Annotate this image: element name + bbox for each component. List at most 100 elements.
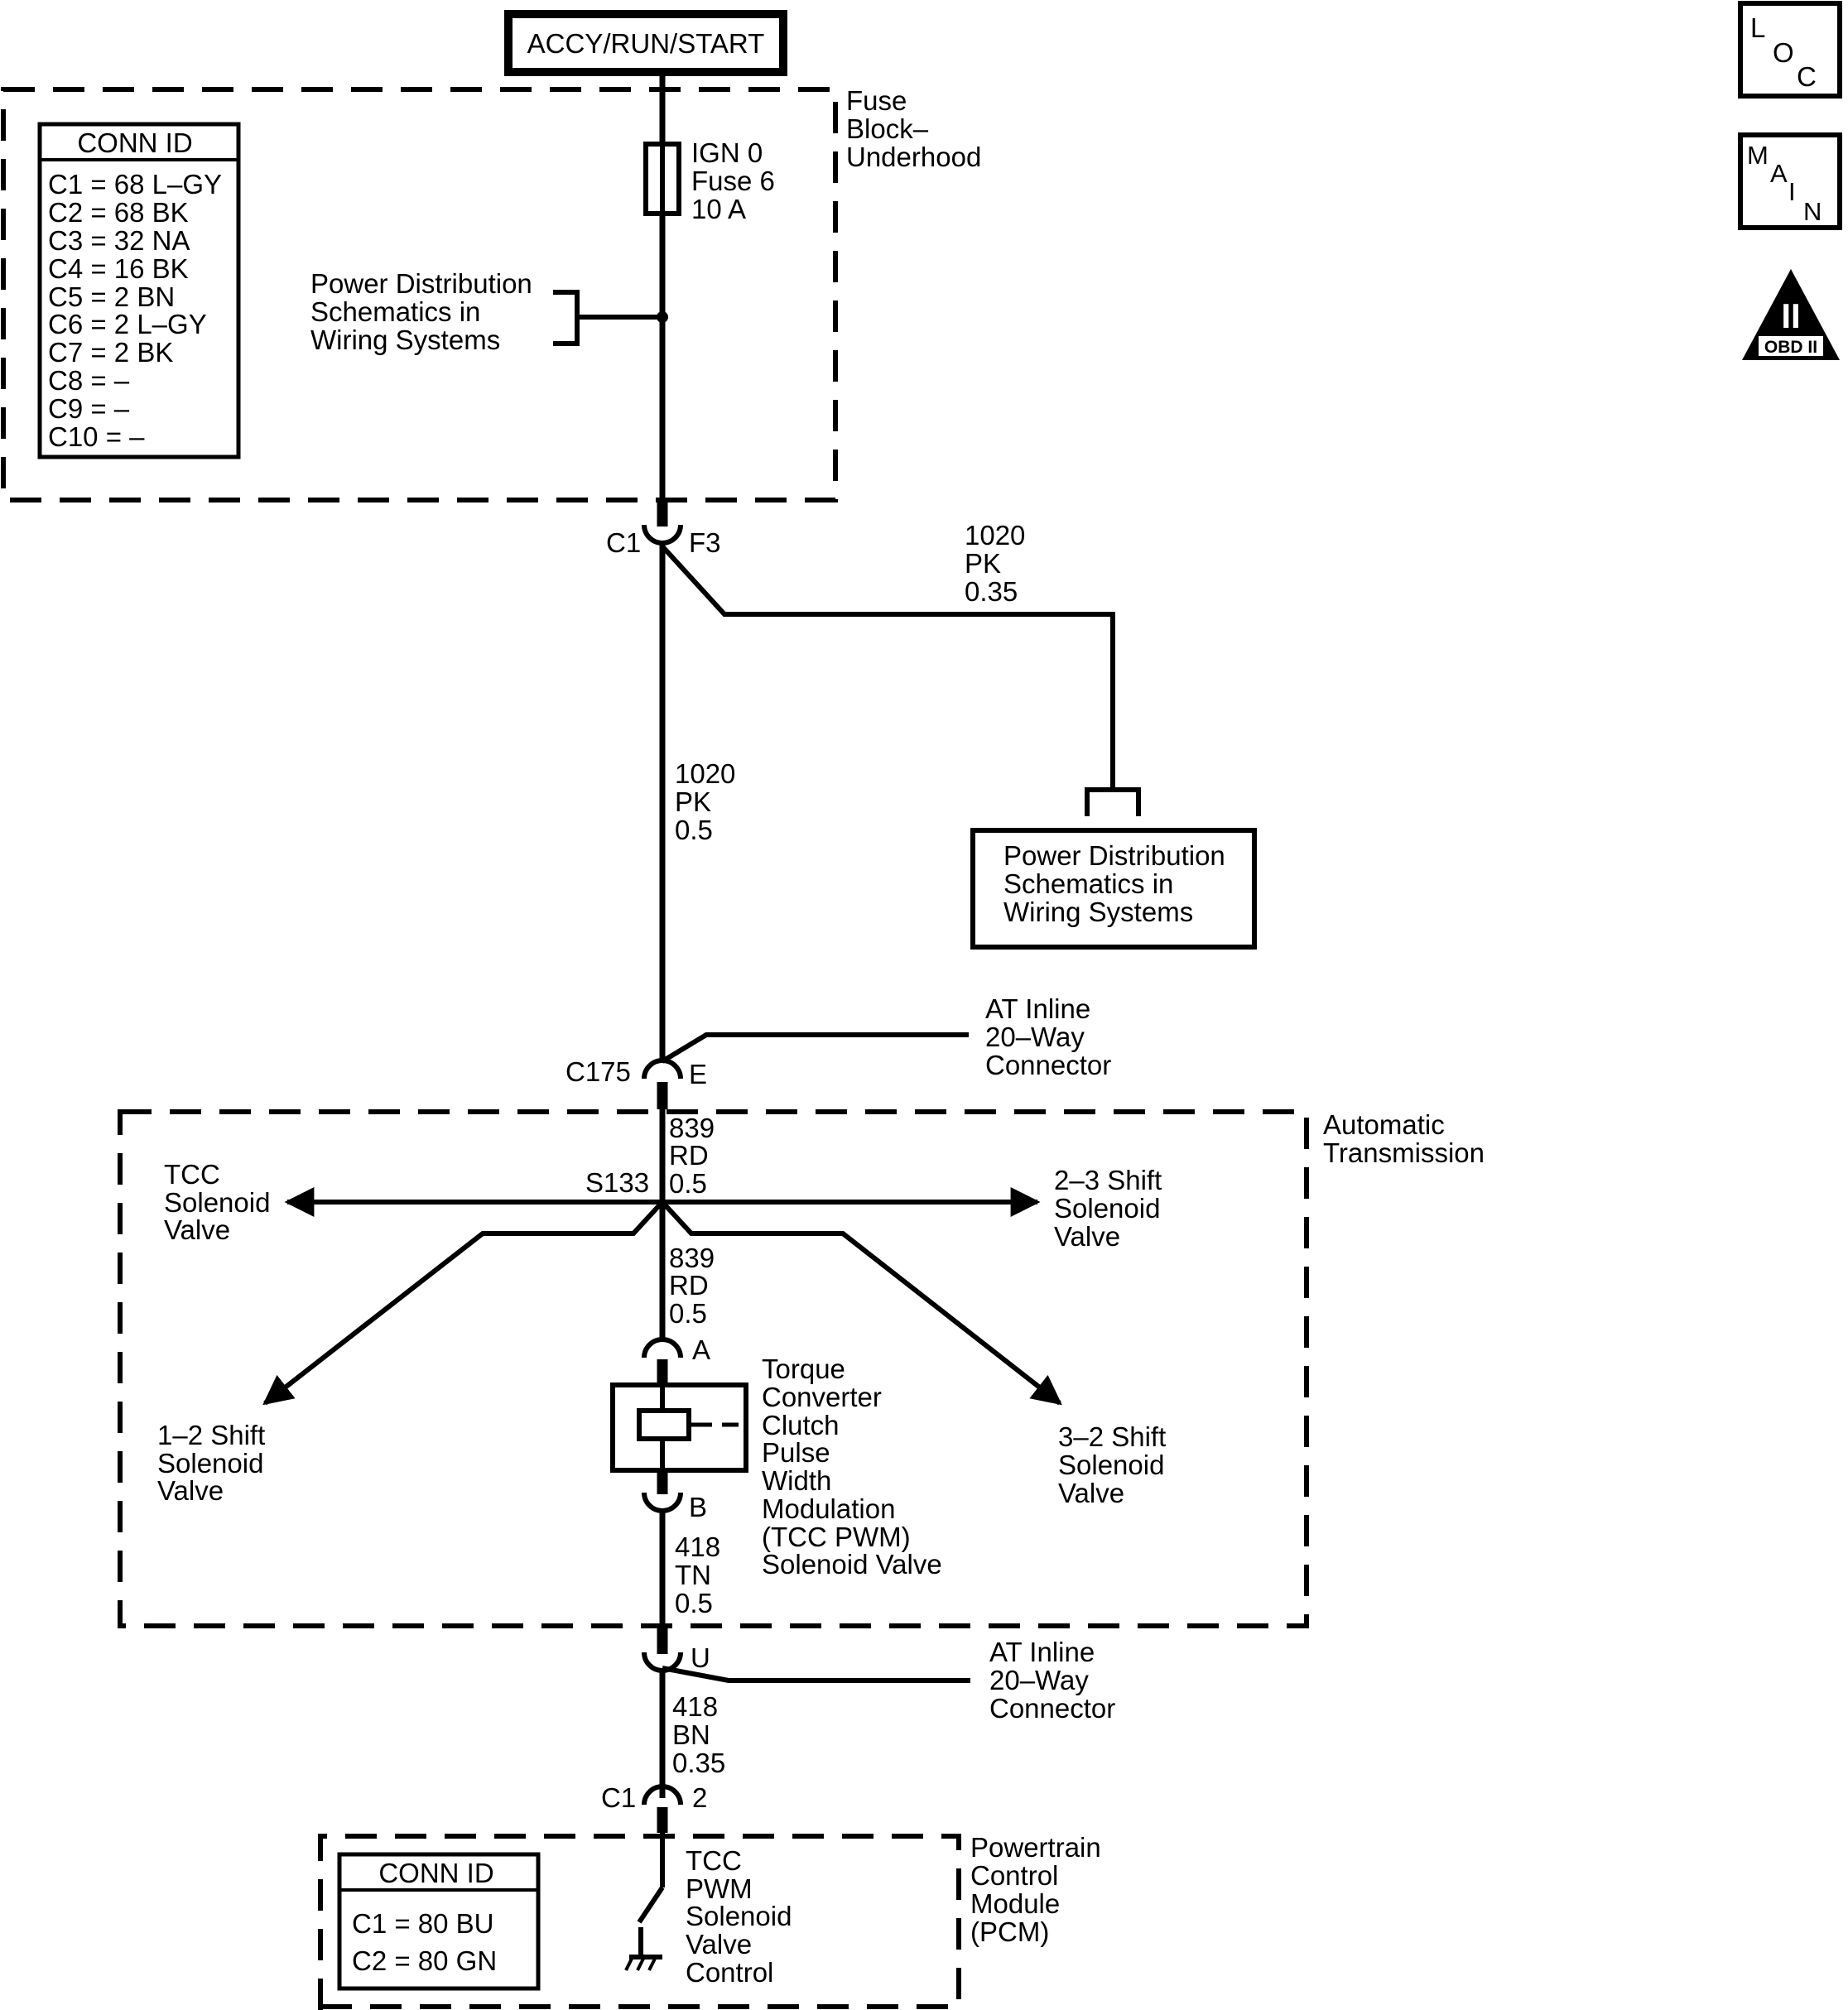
svg-text:Valve: Valve — [164, 1214, 230, 1245]
connector-pcm-c1: C1 2 — [601, 1782, 707, 1833]
main-icon[interactable]: M A I N — [1738, 132, 1842, 230]
svg-text:TN: TN — [675, 1560, 711, 1590]
connector-c1-f3: C1 F3 — [606, 524, 721, 558]
svg-text:Clutch: Clutch — [762, 1410, 840, 1440]
tcc-pwm-solenoid-label: Torque Converter Clutch Pulse Width Modu… — [762, 1354, 942, 1580]
svg-text:N: N — [1803, 197, 1822, 226]
svg-text:2: 2 — [692, 1782, 707, 1813]
svg-text:Underhood: Underhood — [846, 142, 981, 172]
svg-text:A: A — [1770, 159, 1788, 188]
svg-text:0.5: 0.5 — [669, 1298, 707, 1329]
loc-icon[interactable]: L O C — [1738, 1, 1842, 99]
power-distribution-reference: Power Distribution Schematics in Wiring … — [310, 268, 662, 355]
svg-text:0.5: 0.5 — [675, 1588, 713, 1618]
svg-text:II: II — [1781, 296, 1800, 335]
svg-text:Connector: Connector — [985, 1050, 1111, 1080]
shift-23-solenoid-label: 2–3 Shift Solenoid Valve — [1054, 1165, 1162, 1252]
svg-text:2–3 Shift: 2–3 Shift — [1054, 1165, 1162, 1195]
svg-text:A: A — [692, 1334, 710, 1365]
svg-text:(PCM): (PCM) — [970, 1916, 1049, 1947]
svg-text:Pulse: Pulse — [762, 1437, 830, 1468]
shift-32-solenoid-label: 3–2 Shift Solenoid Valve — [1058, 1421, 1166, 1508]
svg-text:Control: Control — [970, 1860, 1058, 1891]
svg-text:Torque: Torque — [762, 1354, 845, 1384]
pcm-conn-id-row: C1 = 80 BU — [352, 1908, 494, 1939]
power-source-label: ACCY/RUN/START — [527, 28, 765, 59]
svg-text:B: B — [689, 1492, 707, 1522]
svg-text:PWM: PWM — [686, 1873, 753, 1904]
svg-text:Solenoid: Solenoid — [1058, 1450, 1164, 1480]
conn-id-row: C7 = 2 BK — [48, 337, 173, 368]
svg-text:Valve: Valve — [1058, 1478, 1124, 1508]
svg-text:Fuse: Fuse — [846, 85, 907, 116]
svg-text:AT Inline: AT Inline — [989, 1637, 1095, 1667]
svg-text:Valve: Valve — [157, 1475, 224, 1506]
connector-c175: C175 E AT Inline 20–Way Connector — [565, 993, 1111, 1109]
svg-text:C1: C1 — [601, 1782, 636, 1813]
transmission-boundary — [118, 1109, 1309, 1628]
conn-id-row: C5 = 2 BN — [48, 281, 175, 312]
conn-id-row: C2 = 68 BK — [48, 197, 189, 228]
fuse-block-name: Fuse Block– Underhood — [846, 85, 981, 172]
svg-text:TCC: TCC — [686, 1845, 742, 1876]
svg-text:Solenoid: Solenoid — [686, 1901, 792, 1931]
svg-text:Module: Module — [970, 1888, 1060, 1919]
transmission-name: Automatic Transmission — [1323, 1109, 1485, 1168]
svg-text:Solenoid: Solenoid — [1054, 1193, 1160, 1224]
svg-text:Valve: Valve — [686, 1929, 752, 1960]
svg-text:1020: 1020 — [965, 520, 1025, 551]
svg-text:3–2 Shift: 3–2 Shift — [1058, 1421, 1166, 1452]
svg-text:Width: Width — [762, 1465, 831, 1496]
svg-text:Wiring Systems: Wiring Systems — [1003, 897, 1193, 927]
svg-text:U: U — [691, 1642, 710, 1673]
power-source-box: ACCY/RUN/START — [504, 10, 787, 76]
svg-text:Modulation: Modulation — [762, 1493, 895, 1524]
connector-b: B — [642, 1470, 707, 1522]
svg-text:C175: C175 — [565, 1056, 631, 1087]
conn-id-row: C1 = 68 L–GY — [48, 169, 222, 200]
svg-text:Schematics in: Schematics in — [310, 296, 480, 327]
branch-connector — [1085, 787, 1141, 816]
wire-label-main: 1020 PK 0.5 — [675, 758, 735, 845]
conn-id-row: C9 = – — [48, 393, 130, 424]
connector-a: A — [642, 1334, 710, 1385]
svg-text:I: I — [1788, 177, 1796, 206]
svg-text:Automatic: Automatic — [1323, 1109, 1445, 1140]
svg-text:Solenoid: Solenoid — [157, 1448, 263, 1479]
svg-text:0.35: 0.35 — [965, 576, 1018, 607]
pcm-boundary — [318, 1834, 961, 2010]
svg-text:Schematics in: Schematics in — [1003, 868, 1173, 899]
svg-text:IGN 0: IGN 0 — [691, 137, 763, 168]
svg-text:418: 418 — [672, 1691, 718, 1722]
tcc-solenoid-valve-label: TCC Solenoid Valve — [164, 1159, 270, 1245]
svg-text:TCC: TCC — [164, 1159, 220, 1190]
fuse-block-boundary — [1, 87, 838, 502]
conn-id-row: C6 = 2 L–GY — [48, 309, 207, 339]
svg-text:L: L — [1750, 12, 1765, 43]
connector-u: U AT Inline 20–Way Connector — [642, 1626, 1115, 1724]
svg-text:Converter: Converter — [762, 1382, 882, 1412]
obd-ii-icon[interactable]: II OBD II — [1742, 269, 1840, 360]
wire-label-839-in: 839 RD 0.5 — [669, 1113, 715, 1199]
svg-text:839: 839 — [669, 1113, 715, 1143]
svg-text:(TCC PWM): (TCC PWM) — [762, 1522, 911, 1552]
wire-label-418-tn: 418 TN 0.5 — [675, 1532, 720, 1618]
wire-to-12-shift — [262, 1200, 665, 1406]
svg-text:PK: PK — [675, 786, 711, 817]
svg-text:0.5: 0.5 — [669, 1168, 707, 1199]
svg-text:20–Way: 20–Way — [989, 1665, 1089, 1695]
svg-text:Block–: Block– — [846, 113, 929, 144]
svg-text:1–2 Shift: 1–2 Shift — [157, 1420, 265, 1450]
svg-text:Powertrain: Powertrain — [970, 1832, 1101, 1863]
wire-label-418-bn: 418 BN 0.35 — [672, 1691, 725, 1778]
pcm-conn-id-row: C2 = 80 GN — [352, 1945, 497, 1976]
pcm-conn-id-table: CONN ID C1 = 80 BU C2 = 80 GN — [337, 1852, 541, 1991]
svg-text:1020: 1020 — [675, 758, 735, 789]
conn-id-row: C4 = 16 BK — [48, 253, 189, 284]
pcm-name: Powertrain Control Module (PCM) — [970, 1832, 1101, 1947]
svg-text:0.35: 0.35 — [672, 1748, 725, 1778]
svg-text:BN: BN — [672, 1719, 710, 1750]
svg-text:Power Distribution: Power Distribution — [310, 268, 532, 299]
wire-to-32-shift — [660, 1200, 1062, 1406]
